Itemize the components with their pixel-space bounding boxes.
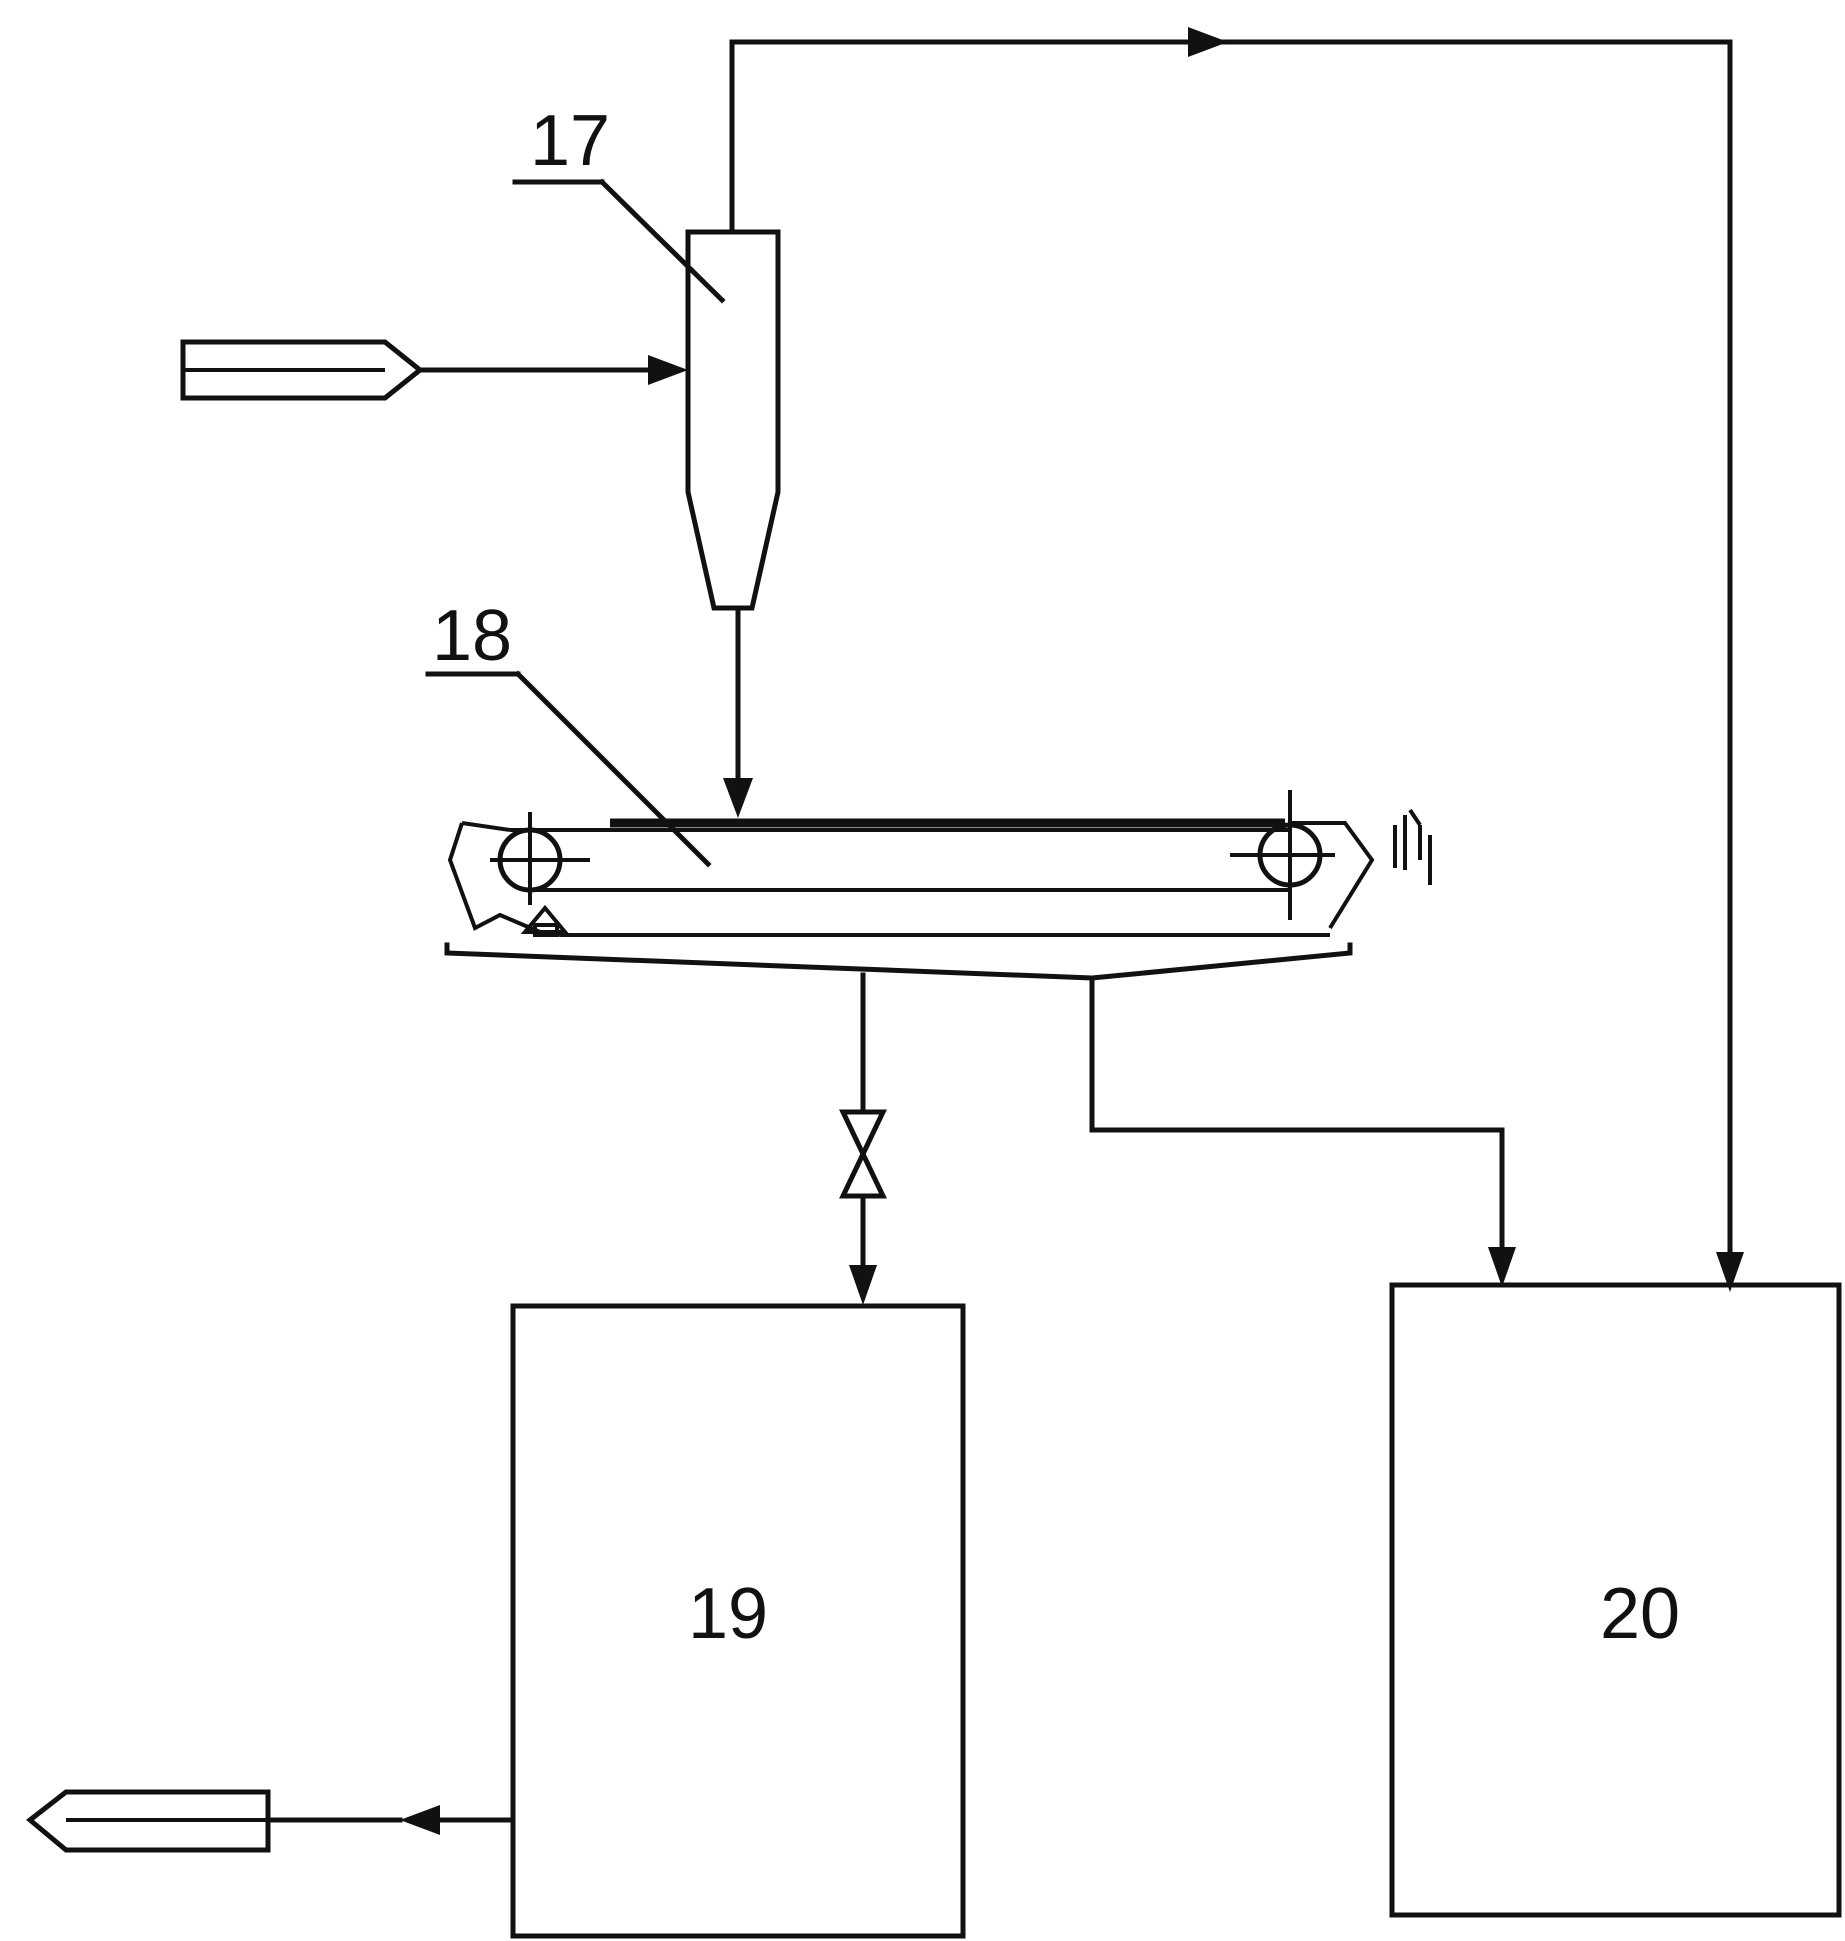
tank19-feed-arrow — [849, 1265, 877, 1305]
valve — [839, 1109, 887, 1199]
feed-inlet-pipe — [180, 339, 425, 401]
tank20-feed-arrow — [1488, 1247, 1516, 1287]
tank20-feed-line — [1089, 975, 1505, 1253]
product-outlet-pipe — [26, 1789, 271, 1853]
overflow-arrow-down — [1716, 1252, 1744, 1292]
tank-20-label: 20 — [1600, 1574, 1680, 1654]
product-arrow — [400, 1805, 440, 1835]
cyclone-body — [685, 229, 781, 611]
filtrate-tray — [444, 942, 1353, 981]
belt-filter-label: 18 — [432, 596, 512, 676]
overflow-return-line — [729, 39, 1733, 1263]
tank-19-label: 19 — [688, 1574, 768, 1654]
belt-leader-pointer — [514, 670, 712, 868]
feed-arrow — [648, 355, 688, 385]
wash-spray-icon — [1393, 808, 1432, 885]
tension-roller-base — [533, 923, 559, 937]
cyclone-label: 17 — [530, 101, 610, 181]
belt-frame-right — [1290, 821, 1375, 930]
tension-roller-support — [520, 904, 570, 934]
underflow-arrow — [723, 778, 753, 818]
tank-19 — [510, 1303, 966, 1939]
cyclone-leader-pointer — [598, 178, 726, 304]
tank-20 — [1389, 1282, 1842, 1918]
overflow-arrow-right — [1188, 27, 1228, 57]
